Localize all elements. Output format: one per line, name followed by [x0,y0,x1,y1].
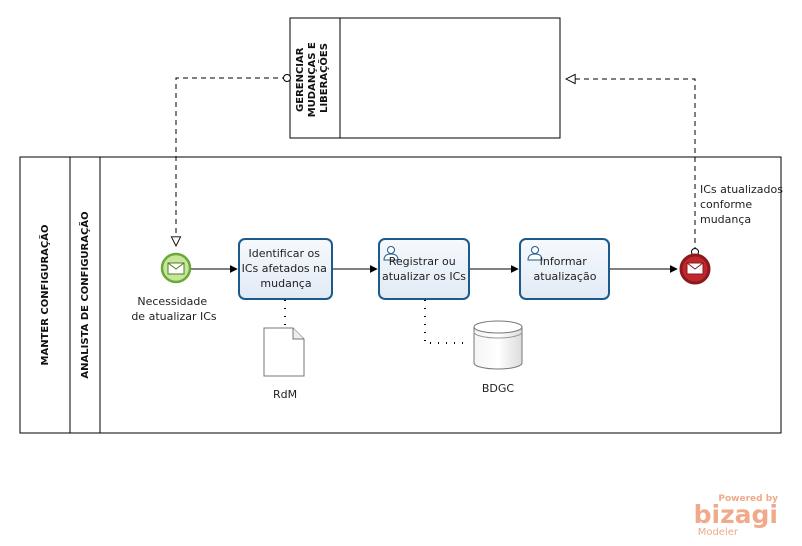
end-event-label-line-2: conforme [700,198,752,211]
task-3-line-2: atualização [534,270,597,283]
lane-analista-configuracao[interactable]: ANALISTA DE CONFIGURAÇÃO [78,157,101,433]
svg-text:ICs atualizados conforme: ICs atualizados conforme mudança [700,183,787,226]
pool-top-title-line-1: GERENCIAR [295,47,306,112]
task-identificar-ics[interactable]: Identificar os ICs afetados na mudança [238,238,333,300]
bizagi-watermark: Powered by bizagi Modeler [694,494,778,538]
task-2-line-1: Registrar ou [389,255,456,268]
watermark-product: Modeler [698,527,739,538]
task-3-line-1: Informar [540,255,588,268]
end-event-label-line-3: mudança [700,213,751,226]
start-event-label-line-1: Necessidade [137,295,207,308]
bdgc-label: BDGC [482,382,515,395]
user-icon [383,246,399,261]
task-1-line-1: Identificar os [248,247,320,260]
svg-text:GERENCIAR MUDANÇAS E: GERENCIAR MUDANÇAS E LIBERAÇÕES [295,39,330,118]
task-registrar-ics[interactable]: Registrar ou atualizar os ICs [378,238,470,300]
task-2-line-2: atualizar os ICs [382,270,466,283]
watermark-powered: Powered by [718,494,778,504]
data-object-rdm[interactable]: RdM [263,327,305,401]
data-store-bdgc[interactable]: BDGC [473,320,523,395]
svg-text:Informar atualização: Informar atualização [534,255,597,283]
watermark-brand: bizagi [694,500,778,529]
task-1-line-2: ICs afetados na [242,262,327,275]
pool-gerenciar-mudancas[interactable]: GERENCIAR MUDANÇAS E LIBERAÇÕES [289,17,561,139]
task-1-line-3: mudança [260,277,311,290]
pool-main-title: MANTER CONFIGURAÇÃO [38,224,51,365]
pool-top-title-line-2: MUDANÇAS E [307,42,318,117]
lane-title: ANALISTA DE CONFIGURAÇÃO [78,211,91,378]
start-event-label-line-2: de atualizar ICs [131,310,217,323]
user-icon [527,246,543,261]
svg-text:Identificar os ICs afeta: Identificar os ICs afetados na mudança [242,247,331,290]
end-event-label-line-1: ICs atualizados [700,183,783,196]
rdm-label: RdM [273,388,297,401]
task-informar-atualizacao[interactable]: Informar atualização [519,238,610,300]
start-event-message[interactable]: Necessidade de atualizar ICs [131,252,217,323]
message-flow-to-start [176,74,291,247]
end-event-message[interactable]: ICs atualizados conforme mudança [679,183,787,285]
svg-text:Necessidade de atualizar: Necessidade de atualizar ICs [131,295,217,323]
pool-top-title-line-3: LIBERAÇÕES [317,43,330,113]
svg-text:Registrar ou atualizar o: Registrar ou atualizar os ICs [382,255,466,283]
